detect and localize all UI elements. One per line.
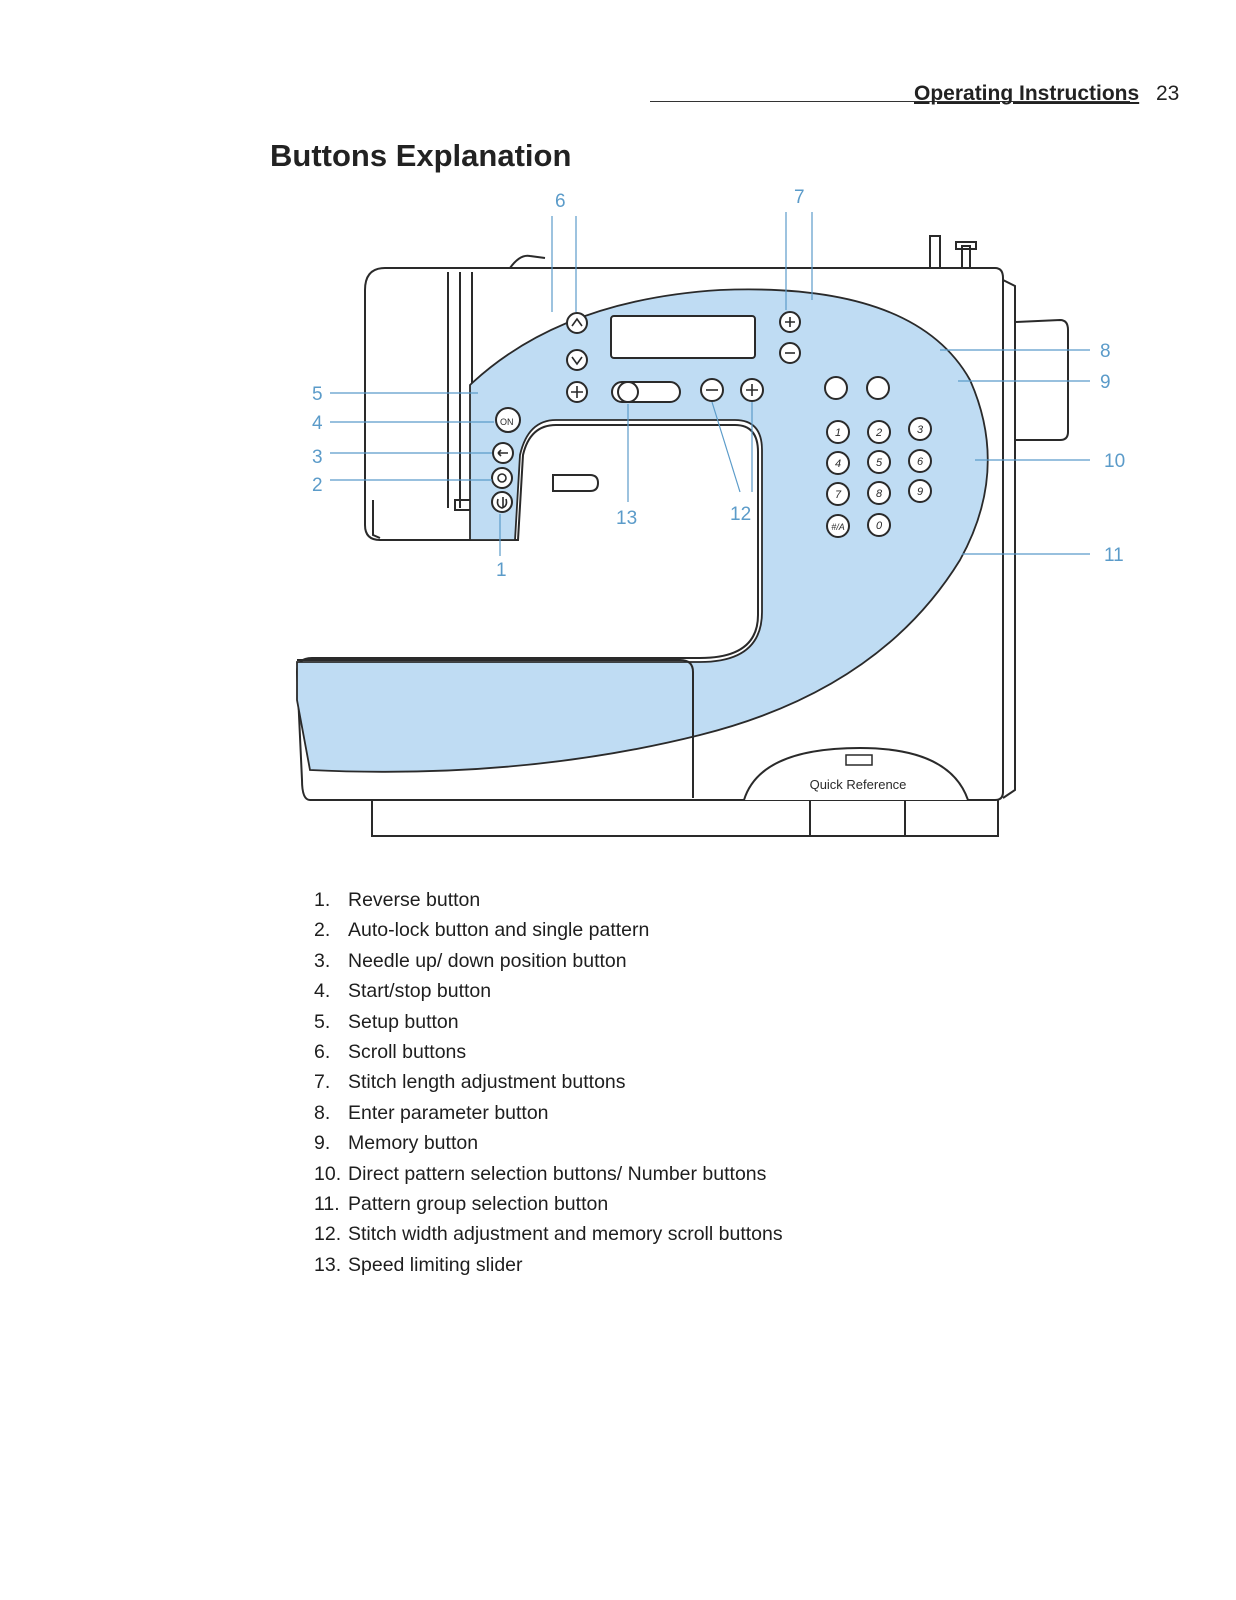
keypad-button-0 xyxy=(867,513,891,537)
quick-reference-badge xyxy=(743,746,969,801)
legend-item: 3.Needle up/ down position button xyxy=(314,949,627,972)
start-stop-icon xyxy=(496,497,508,509)
callout-3: 3 xyxy=(312,447,323,468)
keypad-button-3 xyxy=(908,417,932,441)
needle-position-button xyxy=(491,467,513,489)
legend-item: 1.Reverse button xyxy=(314,889,481,911)
keypad-button-8 xyxy=(867,481,891,505)
memory-button xyxy=(866,376,890,400)
control-panel xyxy=(296,288,989,773)
callout-10: 10 xyxy=(1104,451,1125,472)
enter-parameter-button xyxy=(824,376,848,400)
legend-item: 10.Direct pattern selection buttons/ Num… xyxy=(314,1162,767,1185)
keypad-button-1 xyxy=(826,420,850,444)
sewing-machine-diagram: ON 1 2 3 4 5 6 7 8 9 #/A 0 Quick Referen… xyxy=(295,187,1125,837)
callout-11: 11 xyxy=(1104,545,1124,566)
keypad-button-2 xyxy=(867,420,891,444)
keypad-label-3: 3 xyxy=(917,424,924,436)
legend-item: 7.Stitch length adjustment buttons xyxy=(314,1071,626,1094)
lock-icon: ON xyxy=(500,417,514,427)
needle-icon xyxy=(497,473,507,483)
auto-lock-button xyxy=(491,491,513,513)
setup-button xyxy=(495,407,521,433)
header-rule xyxy=(650,101,1130,102)
legend-item: 5.Setup button xyxy=(314,1010,459,1033)
keypad-button-7 xyxy=(826,482,850,506)
down-arrow-icon xyxy=(571,356,583,366)
free-arm xyxy=(297,659,694,798)
machine-body-outline xyxy=(295,267,1004,801)
keypad-label-4: 4 xyxy=(835,458,841,470)
section-heading: Buttons Explanation xyxy=(270,138,572,173)
keypad-label-hash: #/A xyxy=(831,522,845,532)
buttons-legend: 1.Reverse button 2.Auto-lock button and … xyxy=(314,885,783,1280)
keypad-label-7: 7 xyxy=(835,489,842,501)
legend-item: 13.Speed limiting slider xyxy=(314,1253,523,1276)
legend-item: 11.Pattern group selection button xyxy=(314,1193,609,1216)
callout-13: 13 xyxy=(616,508,637,529)
quick-reference-label: Quick Reference xyxy=(810,777,907,792)
reverse-icon xyxy=(497,449,508,457)
lcd-display xyxy=(610,315,756,359)
keypad-button-4 xyxy=(826,451,850,475)
handwheel xyxy=(1014,318,1069,441)
legend-item: 6.Scroll buttons xyxy=(314,1041,467,1064)
scroll-up-button xyxy=(566,312,588,334)
callout-5: 5 xyxy=(312,384,323,405)
keypad-label-9: 9 xyxy=(917,486,923,498)
callout-4: 4 xyxy=(312,413,323,434)
legend-item: 4.Start/stop button xyxy=(314,980,492,1003)
scroll-down-button xyxy=(566,349,588,371)
callout-2: 2 xyxy=(312,475,323,496)
page-number: 23 xyxy=(1156,82,1180,105)
speed-slider-icon xyxy=(571,386,583,398)
callout-9: 9 xyxy=(1100,372,1111,393)
machine-right-side xyxy=(1002,279,1016,799)
keypad-button-5 xyxy=(867,450,891,474)
machine-base xyxy=(371,800,999,837)
legend-item: 9.Memory button xyxy=(314,1132,479,1155)
legend-item: 12.Stitch width adjustment and memory sc… xyxy=(314,1223,783,1246)
keypad-label-5: 5 xyxy=(876,457,883,469)
keypad-label-2: 2 xyxy=(875,427,882,439)
brand-logo-icon xyxy=(845,754,873,766)
keypad-label-1: 1 xyxy=(835,427,841,439)
callout-6: 6 xyxy=(555,191,566,212)
keypad-button-9 xyxy=(908,479,932,503)
up-arrow-icon xyxy=(571,317,583,327)
legend-item: 2.Auto-lock button and single pattern xyxy=(314,919,650,942)
plus-icon xyxy=(785,317,795,327)
keypad-button-hash xyxy=(826,514,850,538)
callout-8: 8 xyxy=(1100,341,1111,362)
keypad-label-8: 8 xyxy=(876,488,883,500)
header-title: Operating Instructions xyxy=(914,82,1140,105)
keypad-button-6 xyxy=(908,449,932,473)
callout-1: 1 xyxy=(496,560,507,581)
legend-item: 8.Enter parameter button xyxy=(314,1101,549,1124)
callout-12: 12 xyxy=(730,504,751,525)
keypad-label-0: 0 xyxy=(876,520,883,532)
keypad-label-6: 6 xyxy=(917,456,924,468)
callout-7: 7 xyxy=(794,187,805,208)
